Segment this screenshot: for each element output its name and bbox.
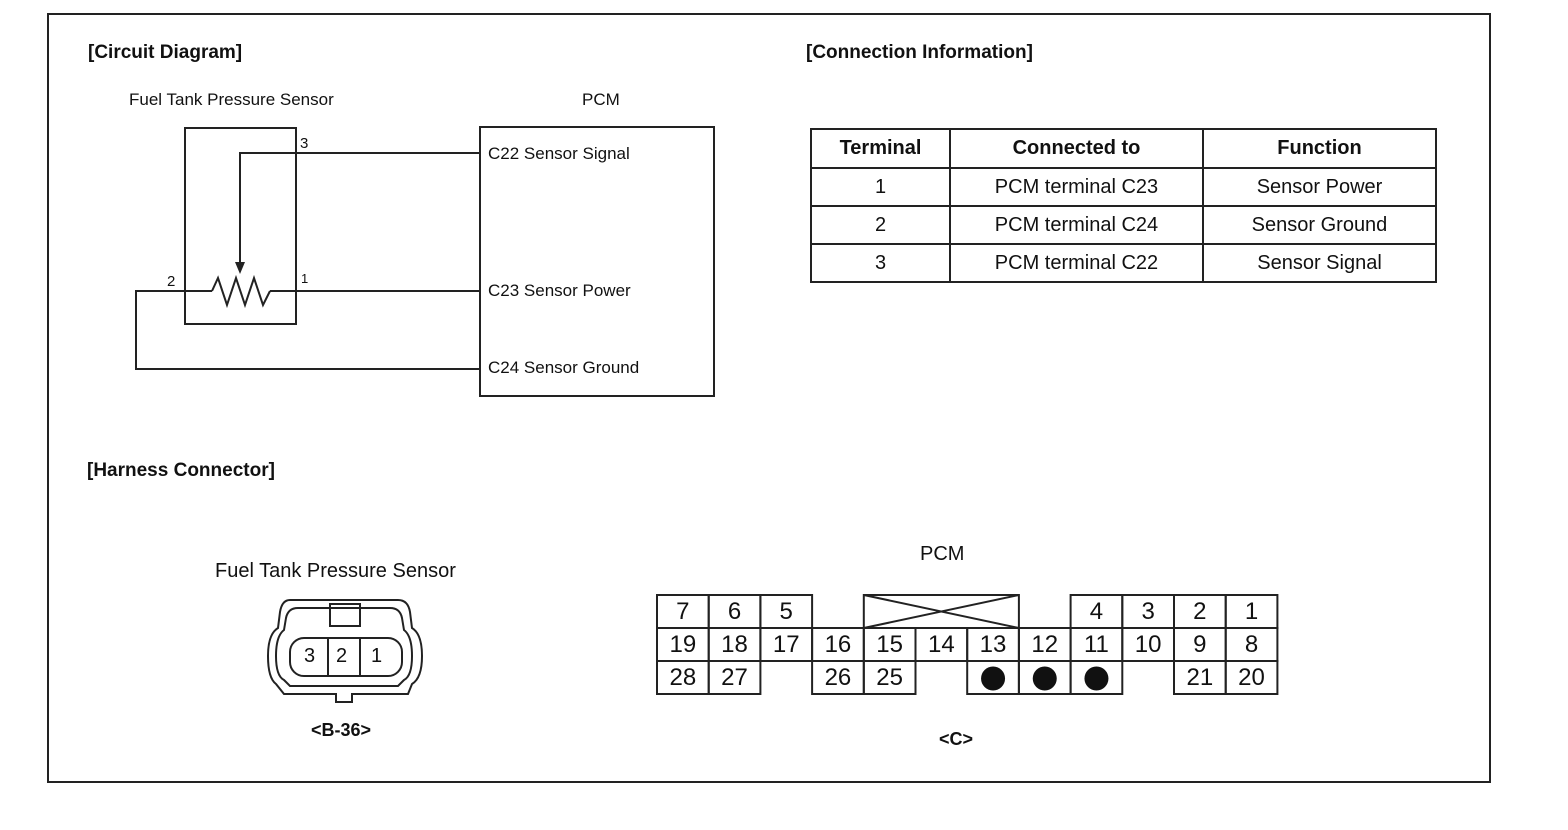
table-row: 1 PCM terminal C23 Sensor Power [810,167,1437,207]
pcm-blocked-cavity [862,594,1020,629]
pcm-pin-label: 14 [927,631,955,658]
wire-sensor-ground [135,290,480,370]
cell-function: Sensor Ground [1202,205,1437,245]
connector-pin-3: 3 [304,645,316,667]
sensor-pin-1-label: 1 [301,271,309,286]
pcm-blocked-cross [863,594,1020,629]
pcm-terminal-c23: C23 Sensor Power [488,281,631,300]
pcm-pin-label: 7 [676,598,690,625]
pcm-pin-label: 11 [1083,631,1109,658]
pcm-pin-label: 25 [876,664,903,691]
pcm-pin-plug [981,666,1006,691]
pcm-terminal-c24: C24 Sensor Ground [488,358,640,377]
header-function: Function [1202,128,1437,169]
sensor-connector-drawing [266,599,424,703]
cell-terminal: 2 [810,205,951,245]
circuit-diagram-heading: [Circuit Diagram] [88,42,243,63]
connection-table: Terminal Connected to Function 1 PCM ter… [810,128,1437,283]
pcm-pin-label: 19 [669,631,697,658]
cell-connected-to: PCM terminal C23 [949,167,1204,207]
connection-info-heading: [Connection Information] [806,42,1033,63]
harness-connector-heading: [Harness Connector] [87,460,275,481]
pcm-pin-plug [1084,666,1109,691]
circuit-pcm-title: PCM [582,90,620,109]
resistor-zigzag [211,274,271,309]
pcm-pin-label: 27 [721,664,748,691]
pcm-pin-label: 4 [1089,598,1104,625]
diagram-frame [47,13,1491,783]
header-terminal: Terminal [810,128,951,169]
pcm-pin-label: 1 [1244,598,1259,625]
pcm-pin-label: 5 [779,598,793,625]
pcm-pin-label: 21 [1186,664,1214,691]
table-row: 3 PCM terminal C22 Sensor Signal [810,243,1437,283]
pcm-pin-label: 26 [824,664,852,691]
circuit-pcm-box [479,126,715,397]
pcm-pin-label: 3 [1141,598,1155,625]
pcm-pin-label: 8 [1244,631,1259,658]
pcm-pin-label: 12 [1031,631,1059,658]
pcm-pin-cell [1224,660,1279,695]
pcm-connector-code: <C> [939,729,974,749]
potentiometer-wiper-arrow [235,262,245,274]
sensor-connector-code: <B-36> [311,720,372,740]
pcm-pin-label: 18 [721,631,748,658]
cell-terminal: 1 [810,167,951,207]
cell-function: Sensor Signal [1202,243,1437,283]
pcm-pin-plug [1032,666,1057,691]
pcm-pin-label: 17 [772,631,800,658]
harness-sensor-title: Fuel Tank Pressure Sensor [215,560,456,582]
pcm-terminal-c22: C22 Sensor Signal [488,144,630,163]
pcm-pin-label: 16 [824,631,852,658]
pcm-pin-label: 15 [876,631,903,658]
connector-pin-2: 2 [336,645,348,667]
cell-connected-to: PCM terminal C22 [949,243,1204,283]
pcm-pin-label: 6 [727,598,742,625]
pcm-pin-cell [862,660,917,695]
connector-pin-1: 1 [371,645,383,667]
pcm-pin-cell [1069,660,1124,695]
header-connected-to: Connected to [949,128,1204,169]
pcm-pin-label: 13 [979,631,1007,658]
sensor-pin-3-label: 3 [300,135,309,152]
cell-function: Sensor Power [1202,167,1437,207]
pcm-pin-cell [707,660,762,695]
cell-connected-to: PCM terminal C24 [949,205,1204,245]
pcm-pin-label: 28 [669,664,697,691]
circuit-sensor-title: Fuel Tank Pressure Sensor [129,90,334,109]
pcm-pin-label: 2 [1193,598,1207,625]
cell-terminal: 3 [810,243,951,283]
harness-pcm-title: PCM [920,543,965,565]
pcm-pin-label: 10 [1134,631,1162,658]
sensor-pin-2-label: 2 [167,273,176,290]
circuit-sensor-box [184,127,297,325]
table-row: 2 PCM terminal C24 Sensor Ground [810,205,1437,245]
pcm-pin-label: 20 [1238,664,1265,691]
pcm-connector-grid [656,594,1279,695]
table-header-row: Terminal Connected to Function [810,128,1437,169]
wire-sensor-signal [239,152,480,268]
pcm-pin-label: 9 [1193,631,1207,658]
